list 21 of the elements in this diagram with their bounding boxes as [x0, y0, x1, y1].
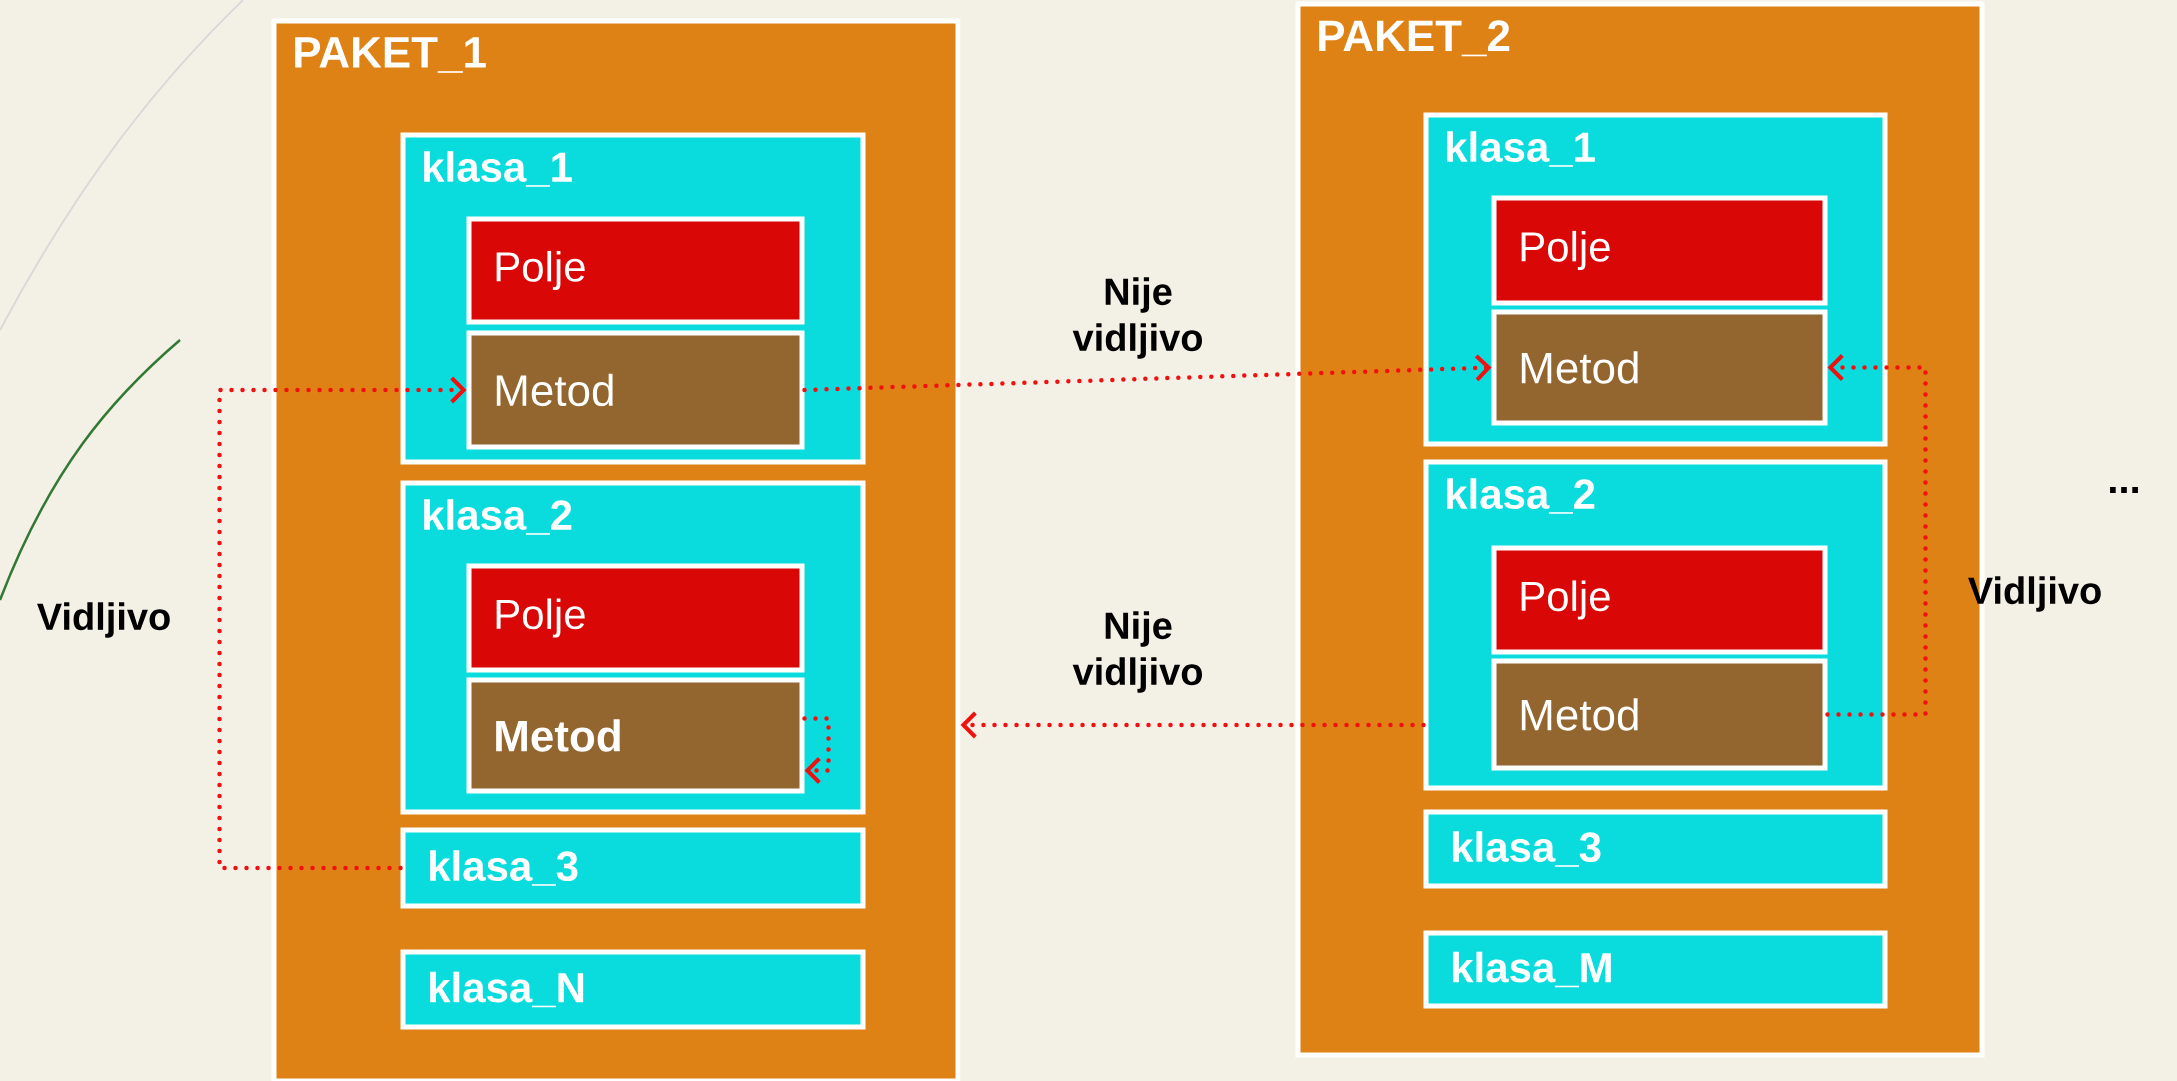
method-box: Metod	[1491, 309, 1828, 426]
method-box: Metod	[466, 330, 805, 450]
edge-label: Nije vidljivo	[1072, 611, 1202, 693]
class-box: klasa_N	[400, 949, 866, 1030]
field-box: Polje	[466, 563, 805, 673]
arrow	[802, 716, 831, 784]
class-box: klasa_3	[1423, 809, 1888, 889]
edge-label: Vidljivo	[37, 602, 170, 638]
arrow	[960, 711, 1426, 739]
class-box: klasa_M	[1423, 930, 1888, 1009]
arrow	[1825, 354, 1928, 717]
field-box: Polje	[1491, 545, 1828, 655]
field-box: Polje	[1491, 195, 1828, 306]
method-box: Metod	[466, 677, 805, 794]
arrow	[802, 354, 1492, 393]
field-box: Polje	[466, 216, 805, 325]
method-box: Metod	[1491, 658, 1828, 771]
arrow	[217, 376, 467, 871]
class-box: klasa_3	[400, 827, 866, 909]
ellipsis-label: ...	[2110, 487, 2138, 493]
edge-label: Nije vidljivo	[1072, 277, 1202, 359]
